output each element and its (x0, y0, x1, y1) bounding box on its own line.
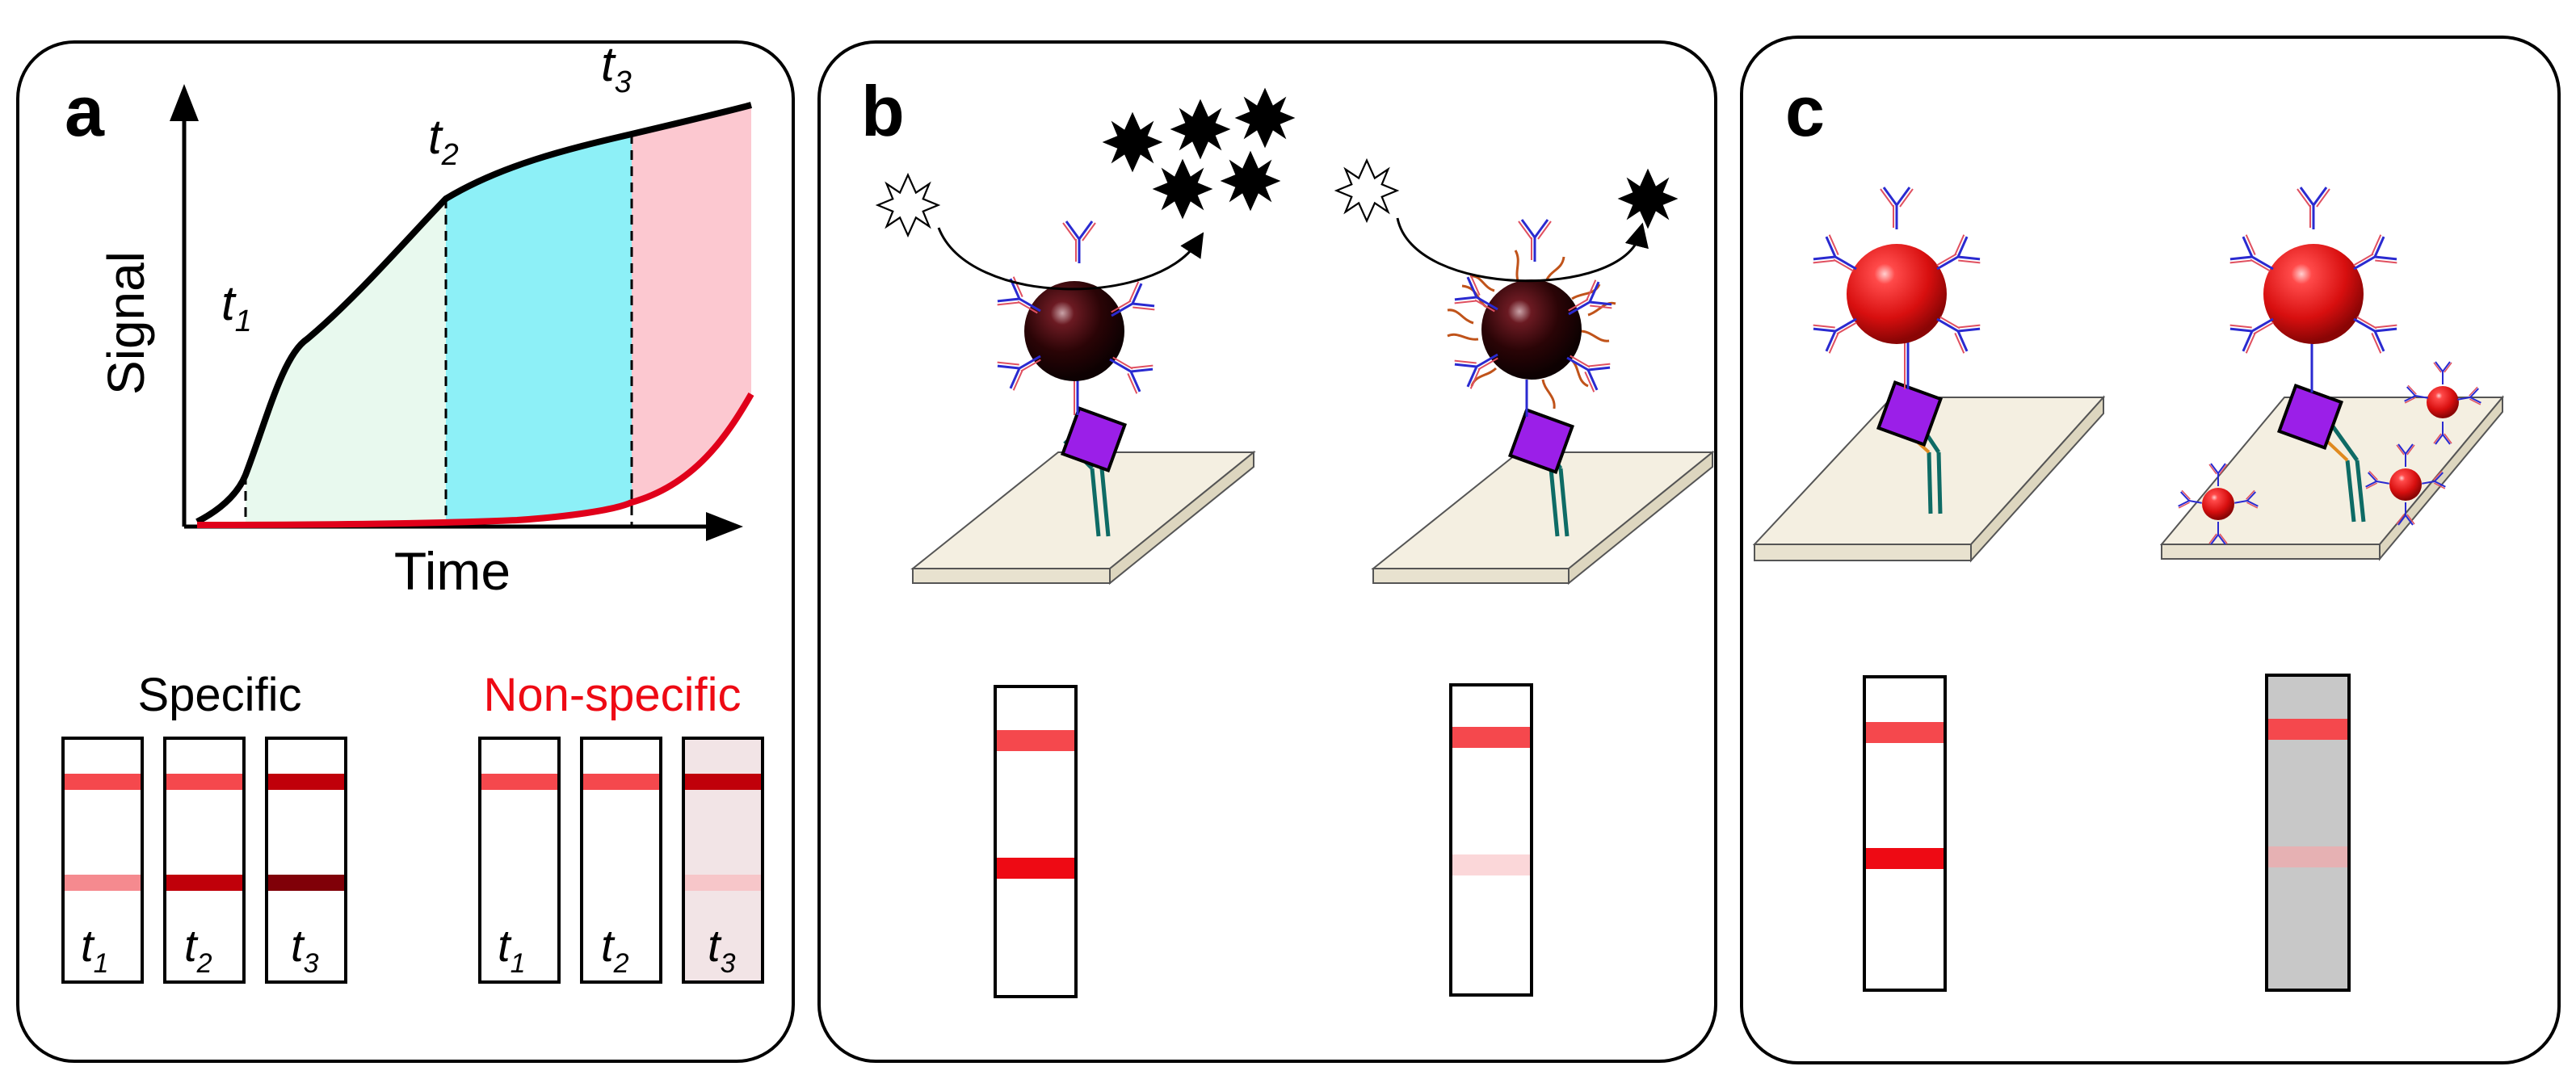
c-antigen-right (2276, 383, 2344, 451)
x-axis-arrow (706, 512, 743, 541)
nonspecific-signal-curve (196, 393, 754, 528)
c-nanoparticle-right (2263, 244, 2364, 344)
region-t1-t2 (246, 199, 446, 523)
b-strip-left (994, 685, 1078, 998)
c-adsorbed-particle-3 (2364, 443, 2447, 526)
b-specific-scene (876, 87, 1296, 586)
region-after-t3 (632, 105, 751, 501)
c-nanoparticle-left (1847, 244, 1947, 344)
b-substrate-star-left (876, 174, 939, 237)
c-specific-scene (1752, 186, 2106, 563)
y-axis-arrow (170, 84, 199, 121)
nonspecific-strip-3: t3 (682, 737, 764, 984)
b-product-star-right (1617, 168, 1679, 229)
svg-text:t3: t3 (291, 920, 319, 979)
panel-a-letter: a (65, 71, 105, 151)
t3-label: t3 (601, 37, 632, 99)
svg-text:t2: t2 (184, 920, 212, 979)
y-axis-label: Signal (97, 251, 155, 395)
region-t2-t3 (446, 134, 632, 523)
nonspecific-title: Non-specific (483, 669, 741, 721)
t1-label: t1 (221, 276, 252, 338)
specific-strip-2: t2 (163, 737, 246, 984)
panel-b-letter: b (861, 71, 905, 151)
b-antigen-right (1507, 407, 1575, 475)
panel-b: b (817, 40, 1717, 1063)
specific-strip-3: t3 (265, 737, 347, 984)
c-adsorbed-particle-2 (2177, 463, 2259, 545)
c-strip-right (2265, 674, 2351, 992)
specific-strip-1: t1 (61, 737, 144, 984)
t2-label: t2 (428, 110, 459, 172)
b-conversion-arrow-right (1396, 217, 1649, 283)
b-nanoparticle-right (1481, 279, 1582, 380)
x-axis-label: Time (394, 541, 511, 601)
b-conversion-arrow-left (937, 227, 1204, 291)
nonspecific-strip-1: t1 (478, 737, 561, 984)
b-antigen-left (1060, 405, 1128, 473)
specific-signal-curve (195, 102, 753, 525)
b-substrate-star-right (1335, 159, 1398, 222)
c-strip-left (1863, 675, 1947, 992)
svg-text:t2: t2 (601, 920, 629, 979)
b-strip-right (1449, 683, 1533, 997)
panel-c-letter: c (1785, 71, 1825, 151)
c-antigen-left (1876, 380, 1944, 447)
b-nanoparticle-left (1024, 281, 1124, 381)
c-nonspecific-scene (2159, 186, 2505, 561)
specific-title: Specific (137, 669, 301, 721)
c-adsorbed-particle-1 (2403, 361, 2482, 445)
b-nonspecific-scene (1335, 159, 1715, 586)
svg-text:t1: t1 (81, 920, 108, 979)
nonspecific-strip-2: t2 (580, 737, 662, 984)
svg-text:t1: t1 (498, 920, 525, 979)
panel-c: c (1740, 36, 2561, 1064)
panel-a: a Signal Time t1 t2 t3 Specific Non-spec… (16, 37, 795, 1063)
svg-text:t3: t3 (708, 920, 736, 979)
